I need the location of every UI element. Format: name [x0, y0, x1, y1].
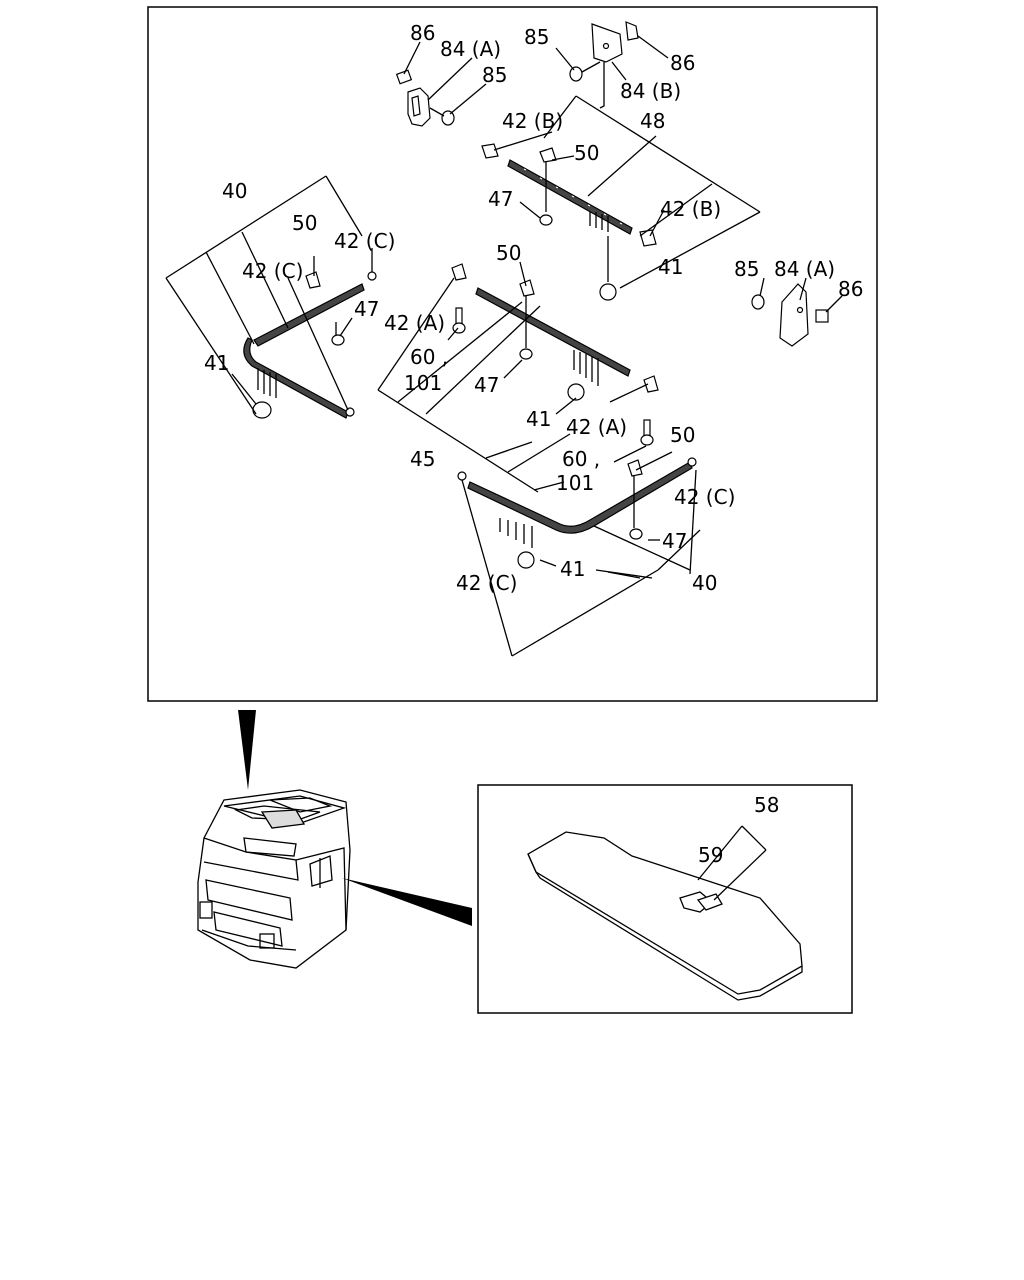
callout-42a: 42 (A) — [566, 415, 627, 439]
bracket-84b-top-center — [569, 21, 639, 82]
pointer-wedge-right — [342, 878, 472, 926]
callout-85: 85 — [482, 63, 507, 87]
molding-40-left — [243, 271, 377, 419]
callout-58: 58 — [754, 793, 779, 817]
detail-leader-lines — [697, 825, 767, 901]
callout-47: 47 — [662, 529, 687, 553]
callout-84a: 84 (A) — [440, 37, 501, 61]
callout-41: 41 — [526, 407, 551, 431]
molding-45-center — [451, 263, 659, 401]
callout-42c: 42 (C) — [674, 485, 735, 509]
truck-cab-illustration — [197, 789, 351, 969]
callout-85: 85 — [524, 25, 549, 49]
callout-45: 45 — [410, 447, 435, 471]
callout-42b: 42 (B) — [502, 109, 563, 133]
callout-40: 40 — [692, 571, 717, 595]
callout-84a: 84 (A) — [774, 257, 835, 281]
leader-lines — [165, 35, 843, 657]
main-callouts: 86 84 (A) 85 85 86 84 (B) 42 (B) 48 50 4… — [204, 21, 863, 595]
callout-101: 101 — [556, 471, 594, 495]
callout-47: 47 — [354, 297, 379, 321]
callout-86: 86 — [838, 277, 863, 301]
detail-panel-frame — [477, 784, 853, 1014]
main-panel-frame — [147, 6, 878, 702]
sun-visor-58 — [527, 831, 803, 1001]
callout-50: 50 — [496, 241, 521, 265]
callout-42c: 42 (C) — [456, 571, 517, 595]
callout-41: 41 — [204, 351, 229, 375]
callout-59: 59 — [698, 843, 723, 867]
callout-42b: 42 (B) — [660, 197, 721, 221]
molding-40-lower — [457, 419, 697, 569]
bracket-84a-right — [751, 283, 829, 347]
callout-48: 48 — [640, 109, 665, 133]
callout-47: 47 — [474, 373, 499, 397]
callout-86: 86 — [410, 21, 435, 45]
callout-84b: 84 (B) — [620, 79, 681, 103]
callout-60: 60 , — [410, 345, 448, 369]
callout-40: 40 — [222, 179, 247, 203]
callout-47: 47 — [488, 187, 513, 211]
callout-50: 50 — [574, 141, 599, 165]
pointer-wedge-top — [238, 710, 256, 790]
callout-41: 41 — [658, 255, 683, 279]
callout-50: 50 — [292, 211, 317, 235]
callout-42a: 42 (A) — [384, 311, 445, 335]
callout-101: 101 — [404, 371, 442, 395]
callout-41: 41 — [560, 557, 585, 581]
callout-42c: 42 (C) — [334, 229, 395, 253]
callout-42c: 42 (C) — [242, 259, 303, 283]
callout-60: 60 , — [562, 447, 600, 471]
molding-48 — [481, 143, 657, 301]
callout-50: 50 — [670, 423, 695, 447]
bracket-84a-top-left — [395, 69, 455, 127]
callout-85: 85 — [734, 257, 759, 281]
callout-86: 86 — [670, 51, 695, 75]
